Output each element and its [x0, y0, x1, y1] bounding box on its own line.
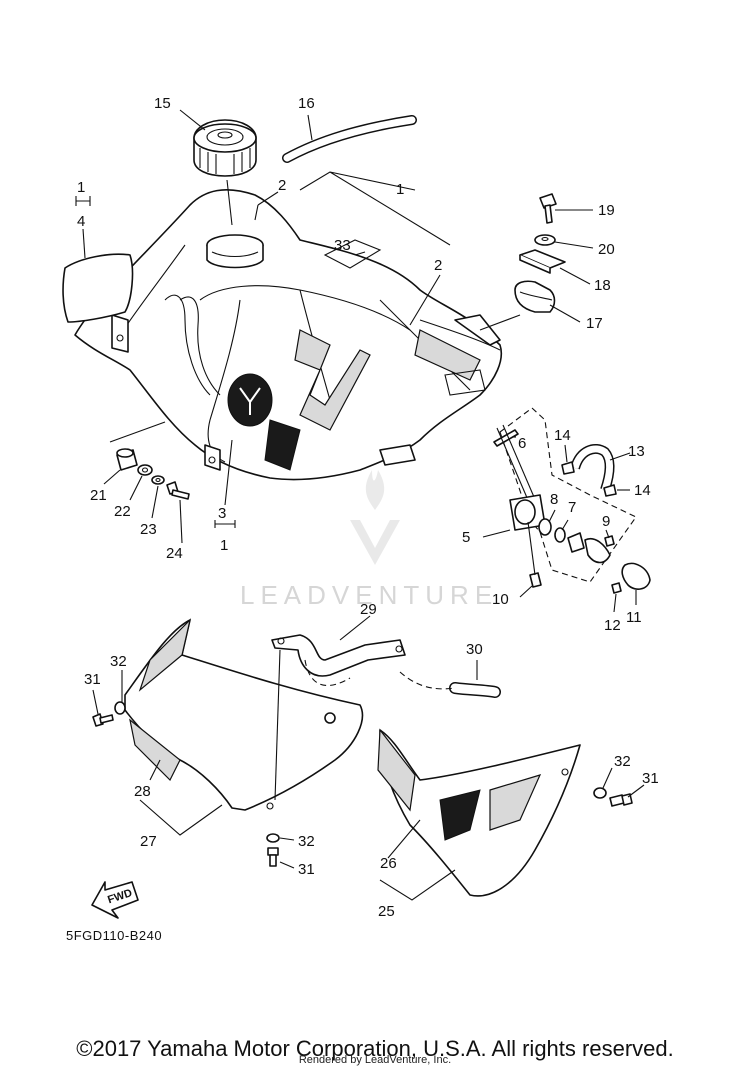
washer-20[interactable] [534, 234, 556, 246]
fwd-arrow-icon: FWD [91, 881, 139, 919]
callout-22: 22 [114, 503, 131, 520]
copyright-notice: ©2017 Yamaha Motor Corporation, U.S.A. A… [76, 1036, 674, 1061]
callout-1: 1 [220, 537, 228, 554]
callout-5: 5 [462, 529, 470, 546]
washer-23[interactable] [151, 475, 165, 485]
callout-3: 3 [218, 505, 226, 522]
fuel-tank[interactable] [74, 189, 502, 481]
callout-10: 10 [492, 591, 509, 608]
tank-stay[interactable] [271, 634, 406, 686]
callout-32: 32 [298, 833, 315, 850]
decal-4[interactable] [62, 253, 134, 323]
damper-21[interactable] [116, 448, 138, 471]
collar-32-right[interactable] [593, 787, 607, 799]
callout-16: 16 [298, 95, 315, 112]
callout-20: 20 [598, 241, 615, 258]
callout-14: 14 [554, 427, 571, 444]
callout-19: 19 [598, 202, 615, 219]
bolt-31-left[interactable] [92, 713, 114, 727]
bolt-31-bottom[interactable] [267, 847, 279, 867]
callout-28: 28 [134, 783, 151, 800]
hose-clip-14a[interactable] [561, 461, 575, 475]
callout-27: 27 [140, 833, 157, 850]
fuel-cap[interactable] [193, 119, 257, 177]
hose-30[interactable] [399, 671, 501, 698]
callout-8: 8 [550, 491, 558, 508]
hose-clip-14b[interactable] [603, 484, 617, 497]
callout-32: 32 [110, 653, 127, 670]
callout-26: 26 [380, 855, 397, 872]
callout-1: 1 [77, 179, 85, 196]
callout-2: 2 [278, 177, 286, 194]
air-scoop-right[interactable] [377, 728, 581, 897]
bolt-19[interactable] [539, 193, 557, 224]
collar-32-bottom[interactable] [266, 833, 280, 843]
callout-numbers: 1 4 2 1 2 15 16 33 19 20 18 17 3 1 21 22… [77, 95, 659, 920]
diagram-code: 5FGD110-B240 [66, 928, 163, 943]
callout-9: 9 [602, 513, 610, 530]
callout-2: 2 [434, 257, 442, 274]
air-scoop-left[interactable] [124, 618, 364, 811]
watermark-logo [350, 470, 400, 565]
callout-24: 24 [166, 545, 183, 562]
callout-6: 6 [518, 435, 526, 452]
callout-12: 12 [604, 617, 621, 634]
bracket-18[interactable] [519, 249, 566, 274]
callout-31: 31 [84, 671, 101, 688]
bolt-31-right[interactable] [609, 793, 633, 807]
callout-25: 25 [378, 903, 395, 920]
callout-14: 14 [634, 482, 651, 499]
callout-7: 7 [568, 499, 576, 516]
rendered-by-note: Rendered by LeadVenture, Inc. [298, 1054, 452, 1066]
callout-31: 31 [298, 861, 315, 878]
callout-4: 4 [77, 213, 85, 230]
bolt-24[interactable] [166, 481, 190, 500]
leader-lines [75, 109, 645, 901]
callout-1: 1 [396, 181, 404, 198]
callout-17: 17 [586, 315, 603, 332]
callout-15: 15 [154, 95, 171, 112]
callout-11: 11 [626, 609, 642, 626]
callout-30: 30 [466, 641, 483, 658]
callout-13: 13 [628, 443, 645, 460]
watermark: LEADVENTURE [240, 580, 499, 610]
callout-23: 23 [140, 521, 157, 538]
fuel-cock-assembly[interactable] [493, 407, 651, 594]
fuel-hose-13[interactable] [570, 444, 615, 492]
damper-17[interactable] [514, 280, 556, 313]
washer-22[interactable] [137, 464, 153, 476]
callout-31: 31 [642, 770, 659, 787]
collar-32-left[interactable] [114, 701, 126, 715]
callout-18: 18 [594, 277, 611, 294]
callout-33: 33 [334, 237, 351, 254]
breather-hose[interactable] [282, 115, 417, 163]
callout-21: 21 [90, 487, 107, 504]
callout-32: 32 [614, 753, 631, 770]
callout-29: 29 [360, 601, 377, 618]
